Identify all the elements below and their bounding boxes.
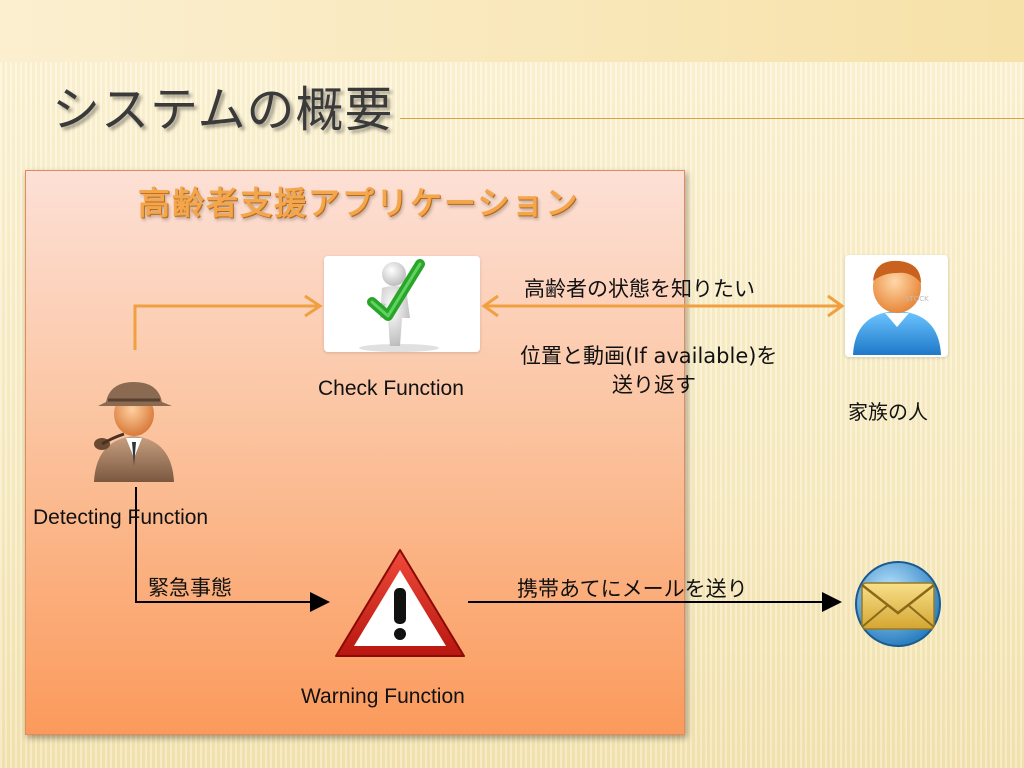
emergency-label: 緊急事態 xyxy=(148,576,232,600)
warning-function-label: Warning Function xyxy=(301,685,465,708)
check-function-icon-card xyxy=(324,256,480,352)
detect-to-warning-arrow xyxy=(135,487,330,612)
family-icon-card: STOCK xyxy=(845,255,948,357)
check-function-label: Check Function xyxy=(318,377,464,400)
title-divider xyxy=(400,118,1024,119)
send-mail-label: 携帯あてにメールを送り xyxy=(517,577,748,601)
detective-icon xyxy=(94,382,174,482)
family-user-icon: STOCK xyxy=(853,260,941,355)
reply-label-line2: 送り返す xyxy=(612,373,696,397)
warning-triangle-icon xyxy=(335,549,465,657)
check-family-arrow xyxy=(481,294,845,318)
detect-to-check-arrow xyxy=(133,294,323,350)
request-status-label: 高齢者の状態を知りたい xyxy=(524,277,755,301)
top-band xyxy=(0,0,1024,62)
person-checkmark-icon xyxy=(359,259,439,352)
detecting-function-label: Detecting Function xyxy=(33,506,209,529)
slide-title: システムの概要 xyxy=(52,82,394,138)
reply-label-line1: 位置と動画(If available)を xyxy=(520,344,778,368)
family-label: 家族の人 xyxy=(848,400,928,424)
panel-title: 高齢者支援アプリケーション xyxy=(138,184,580,222)
mail-globe-icon xyxy=(855,561,941,647)
svg-text:STOCK: STOCK xyxy=(905,295,929,303)
